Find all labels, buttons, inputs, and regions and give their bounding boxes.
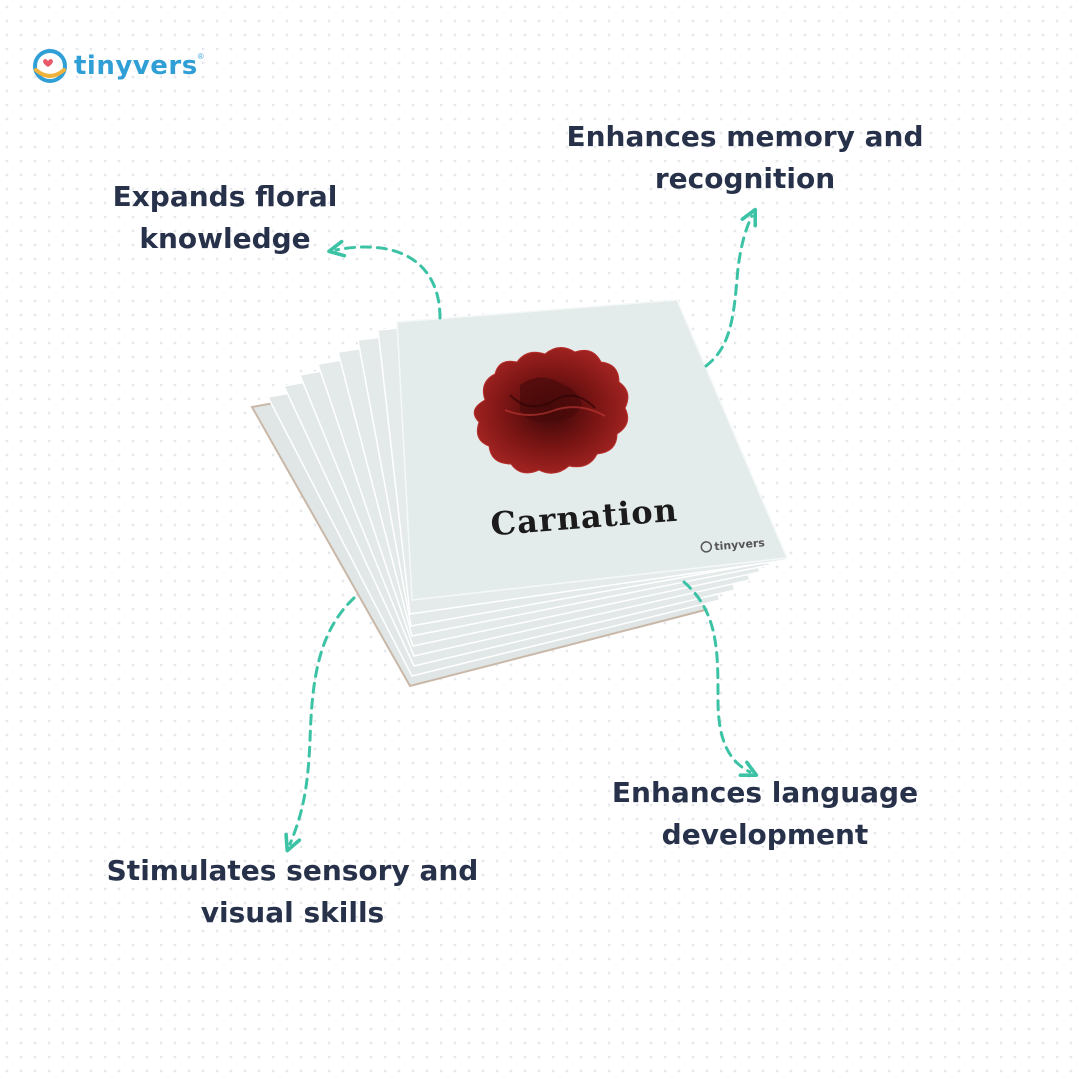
brand-logo: tinyvers ® (30, 46, 204, 86)
carnation-flower-image (473, 347, 629, 474)
callout-sensory-visual: Stimulates sensory and visual skills (95, 850, 490, 934)
arrow-sensory (284, 596, 356, 853)
callout-floral-line2: knowledge (139, 222, 311, 255)
callout-language-development: Enhances language development (590, 772, 940, 856)
tinyvers-logo-icon (33, 49, 67, 83)
callout-memory-line2: recognition (654, 162, 836, 195)
callout-memory-recognition: Enhances memory and recognition (545, 116, 945, 200)
callout-sensory-line2: visual skills (200, 896, 385, 929)
arrow-language (682, 580, 759, 778)
callout-memory-line1: Enhances memory and (566, 120, 924, 153)
callout-floral-knowledge: Expands floral knowledge (100, 176, 350, 260)
registered-mark: ® (197, 52, 204, 61)
card-brand-icon (700, 541, 713, 553)
callout-sensory-line1: Stimulates sensory and (106, 854, 479, 887)
callout-floral-line1: Expands floral (112, 180, 338, 213)
card-brand-text: tinyvers (714, 536, 766, 553)
arrow-floral (327, 239, 442, 320)
callout-language-line1: Enhances language (611, 776, 919, 809)
arrow-memory (704, 207, 758, 368)
brand-name: tinyvers (74, 51, 198, 81)
callout-language-line2: development (661, 818, 869, 851)
